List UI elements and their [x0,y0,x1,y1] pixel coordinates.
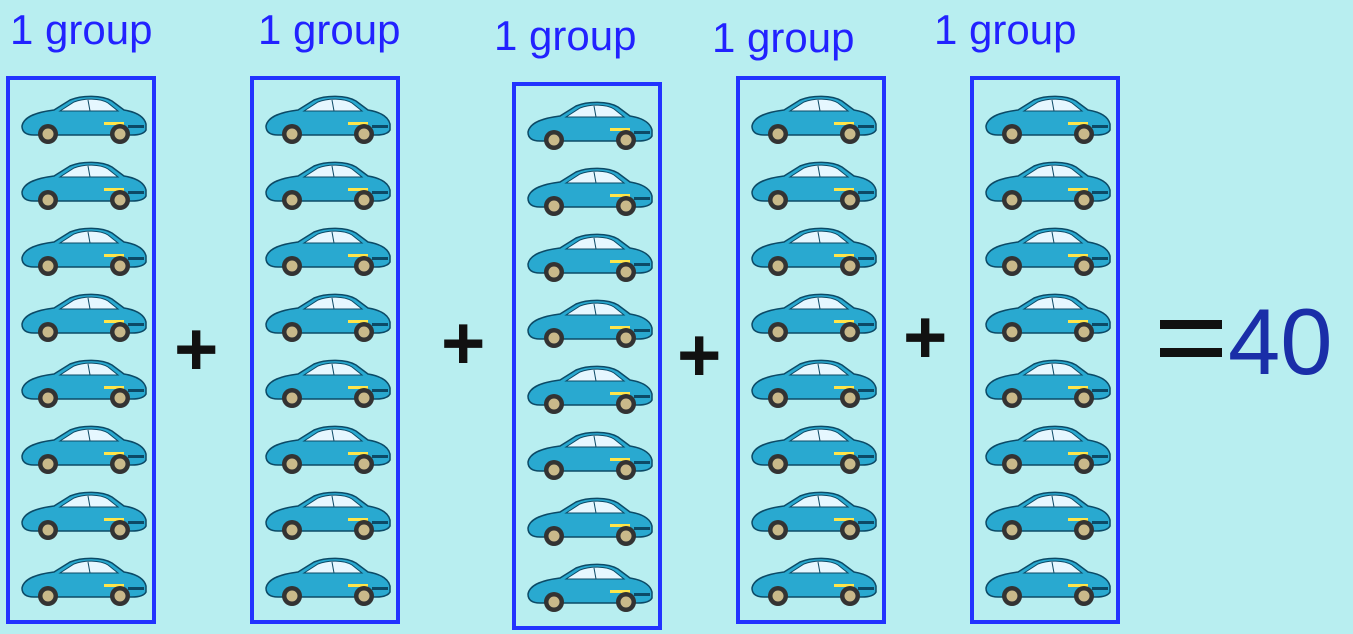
sports-car-icon [16,422,150,476]
sports-car-icon [16,224,150,278]
sports-car-icon [746,356,880,410]
sports-car-icon [522,494,656,548]
sports-car-icon [980,422,1114,476]
group-box-1 [6,76,156,624]
group-label-2: 1 group [258,6,401,53]
sports-car-icon [746,422,880,476]
group-box-4 [736,76,886,624]
sports-car-icon [260,488,394,542]
sports-car-icon [980,356,1114,410]
sports-car-icon [16,158,150,212]
sports-car-icon [746,92,880,146]
sports-car-icon [980,158,1114,212]
plus-sign-4: + [903,295,948,380]
plus-sign-1: + [174,307,219,392]
sports-car-icon [980,488,1114,542]
group-label-1: 1 group [10,6,153,53]
sports-car-icon [522,164,656,218]
car-column [746,92,880,620]
car-column [16,92,150,620]
sports-car-icon [260,92,394,146]
sports-car-icon [16,356,150,410]
sports-car-icon [980,290,1114,344]
sports-car-icon [16,488,150,542]
sports-car-icon [980,224,1114,278]
sports-car-icon [522,98,656,152]
sports-car-icon [980,92,1114,146]
group-box-5 [970,76,1120,624]
sports-car-icon [260,422,394,476]
sports-car-icon [746,290,880,344]
equals-sign: = [1158,306,1222,357]
sports-car-icon [522,428,656,482]
sports-car-icon [522,362,656,416]
sports-car-icon [260,554,394,608]
sports-car-icon [522,230,656,284]
sports-car-icon [522,296,656,350]
car-column [980,92,1114,620]
sports-car-icon [746,554,880,608]
group-box-2 [250,76,400,624]
sports-car-icon [260,356,394,410]
sports-car-icon [16,92,150,146]
sports-car-icon [980,554,1114,608]
plus-sign-2: + [441,301,486,386]
sports-car-icon [746,224,880,278]
group-label-4: 1 group [712,14,855,61]
svg-text:=: = [1158,306,1159,307]
plus-sign-3: + [677,313,722,398]
sports-car-icon [260,290,394,344]
group-label-3: 1 group [494,12,637,59]
result-total: 40 [1228,289,1333,394]
sports-car-icon [746,488,880,542]
group-label-5: 1 group [934,6,1077,53]
group-box-3 [512,82,662,630]
sports-car-icon [260,224,394,278]
sports-car-icon [746,158,880,212]
sports-car-icon [260,158,394,212]
car-column [260,92,394,620]
sports-car-icon [522,560,656,614]
car-column [522,98,656,626]
sports-car-icon [16,554,150,608]
sports-car-icon [16,290,150,344]
